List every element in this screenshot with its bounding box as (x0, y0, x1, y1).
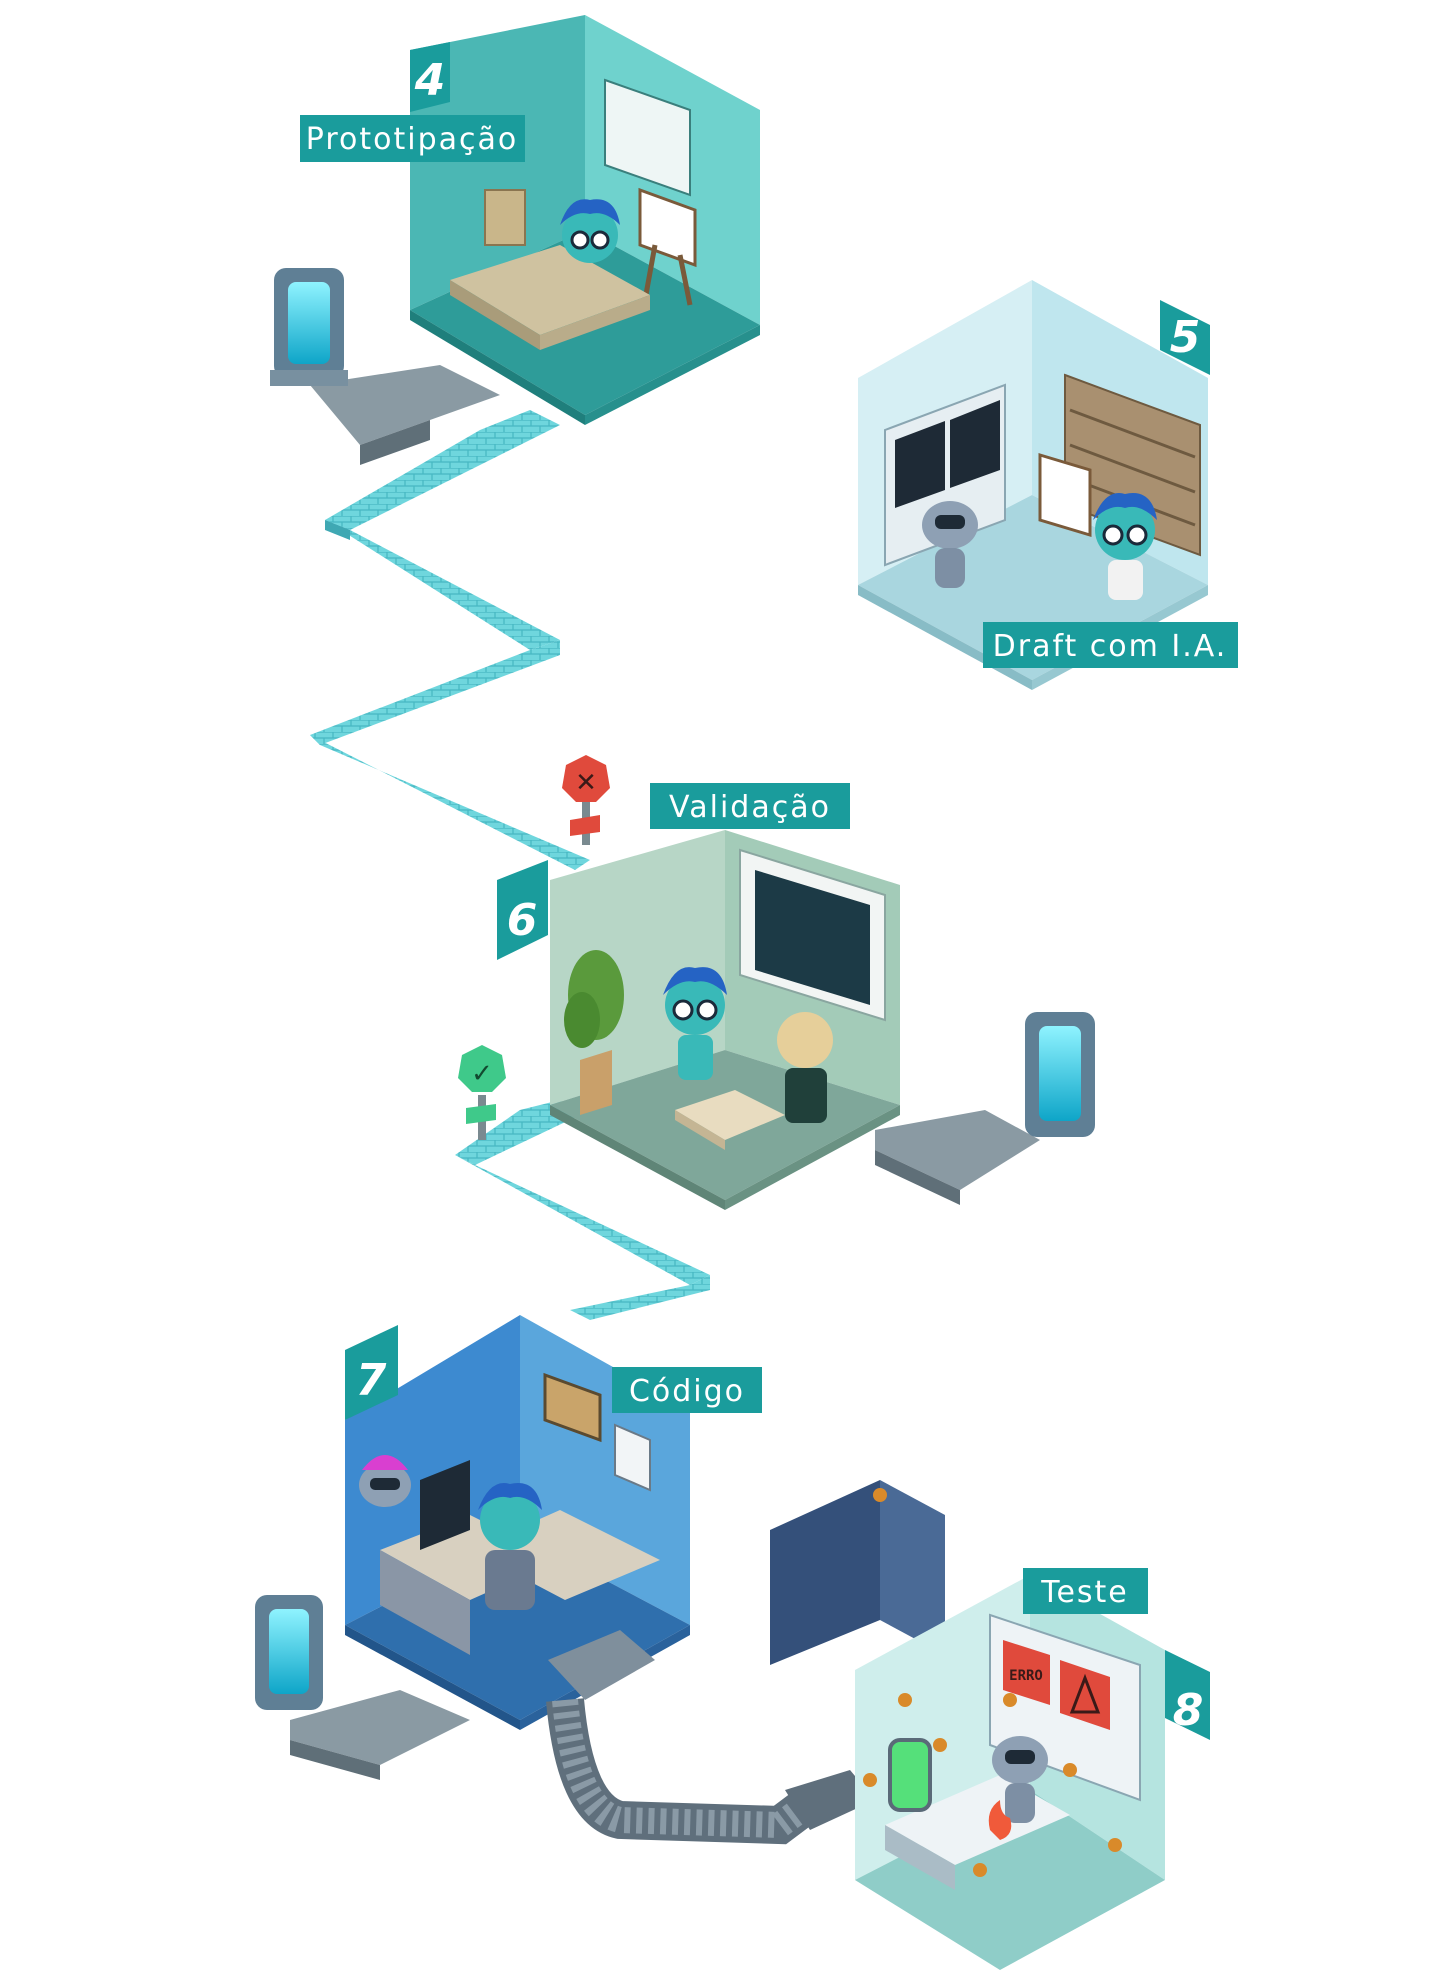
stage-label: Teste (1023, 1568, 1148, 1614)
stage-number-4: 4 (414, 55, 446, 106)
tile-path-upper (310, 410, 590, 870)
portal-icon (255, 1595, 323, 1710)
character-client (777, 1012, 833, 1123)
svg-text:✕: ✕ (575, 768, 597, 798)
portal-top-left (270, 268, 500, 465)
stage-label-teste: Teste (1040, 1575, 1129, 1610)
stage-label-validacao: Validação (669, 790, 831, 825)
conveyor-belt (546, 1630, 875, 1845)
portal-mid-right (875, 1012, 1095, 1205)
stage-label-draft-ia: Draft com I.A. (993, 629, 1228, 664)
error-sign-icon: ✕ (562, 755, 610, 845)
plant-icon (564, 950, 624, 1115)
character-designer (1093, 493, 1157, 600)
stage-number-tag: 4 (410, 42, 450, 112)
stage-number-tag: 6 (497, 860, 548, 960)
portal-bottom-left (255, 1595, 470, 1780)
character-designer (560, 199, 620, 263)
stage-number-6: 6 (507, 895, 538, 946)
room-validacao: 6 Validação (497, 783, 900, 1210)
stage-number-8: 8 (1173, 1685, 1204, 1736)
stage-label: Código (612, 1367, 762, 1413)
check-sign-icon: ✓ (458, 1045, 506, 1140)
room-prototipacao: 4 Prototipação (300, 15, 760, 425)
stage-label: Draft com I.A. (983, 622, 1238, 668)
stage-number-7: 7 (356, 1355, 387, 1406)
stage-label-prototipacao: Prototipação (306, 122, 518, 157)
stage-label: Validação (650, 783, 850, 829)
stage-number-tag: 5 (1160, 300, 1210, 375)
character-designer (663, 967, 727, 1080)
portal-icon (270, 268, 348, 386)
character-developer (478, 1483, 542, 1610)
bug-icon (863, 1488, 1122, 1877)
stage-number-tag: 8 (1165, 1650, 1210, 1740)
stage-number-5: 5 (1170, 312, 1201, 363)
svg-text:✓: ✓ (471, 1059, 493, 1089)
robot-icon (992, 1736, 1048, 1823)
stage-label: Prototipação (300, 115, 525, 162)
portal-icon (1025, 1012, 1095, 1137)
room-codigo: 7 Código (345, 1315, 762, 1730)
tile-path-middle (455, 1100, 710, 1320)
room-draft-ia: 5 Draft com I.A. (858, 280, 1238, 690)
robot-icon (359, 1455, 411, 1507)
stage-number-tag: 7 (345, 1325, 398, 1420)
robot-icon (922, 501, 978, 588)
stage-label-codigo: Código (629, 1374, 745, 1409)
room-teste: ERRO 8 (770, 1480, 1210, 1970)
error-screen-text: ERRO (1009, 1668, 1043, 1684)
